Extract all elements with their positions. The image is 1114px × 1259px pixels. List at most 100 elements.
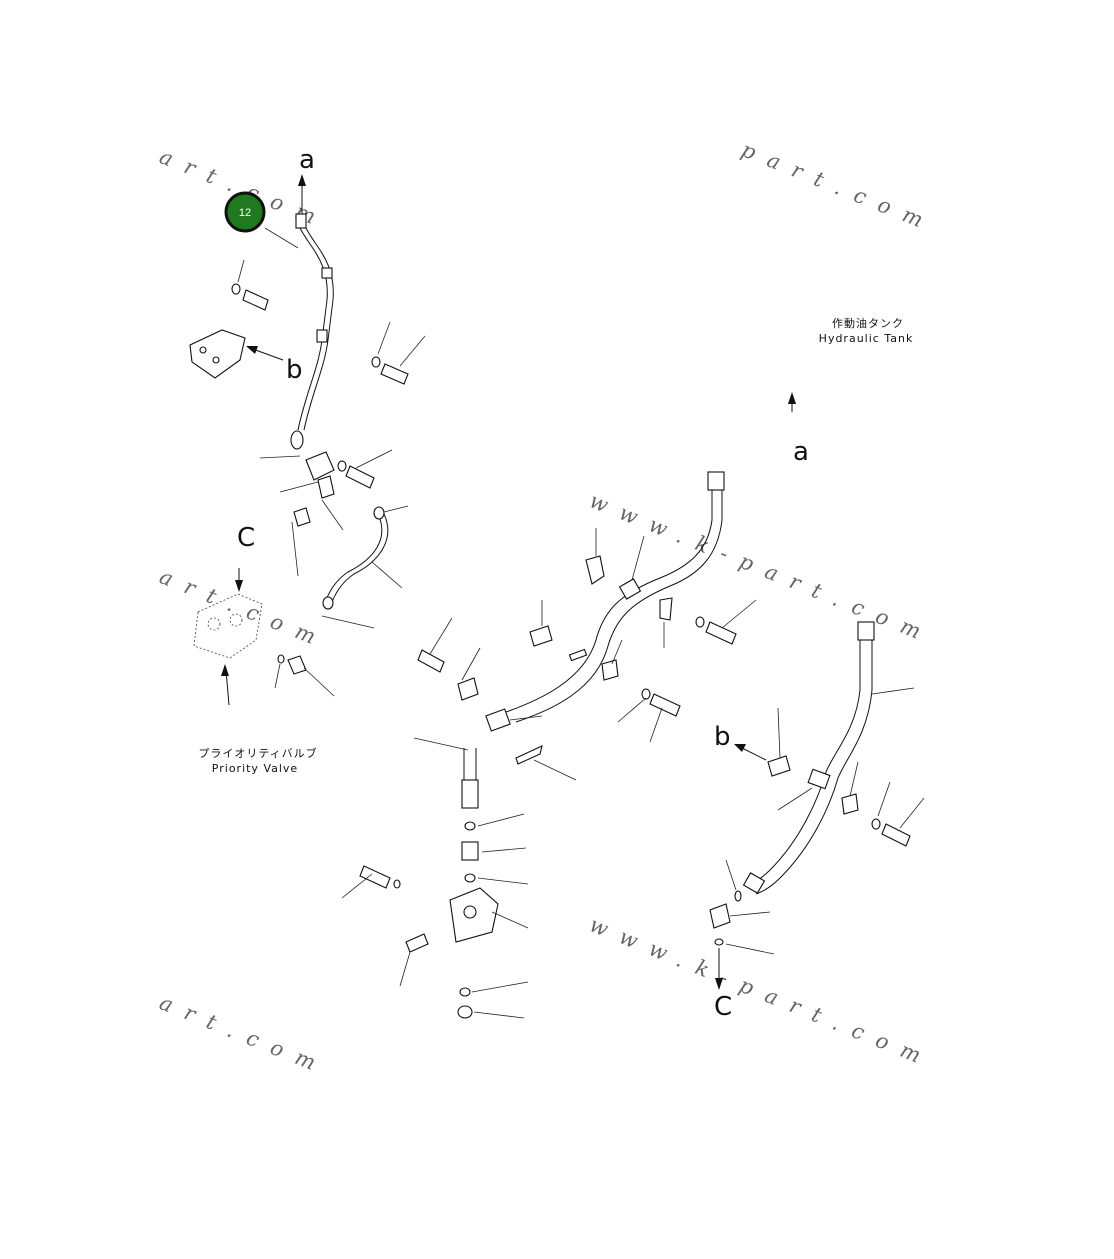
small-hose-a xyxy=(325,513,383,601)
plate-1 xyxy=(529,625,553,647)
hose-upper-b xyxy=(303,227,334,431)
component-labels: 作動油タンク Hydraulic Tank プライオリティバルブ Priorit… xyxy=(198,316,912,775)
letter-b-left: b xyxy=(286,355,303,385)
watermark-top-right: part.com xyxy=(738,137,939,237)
pin xyxy=(515,745,543,765)
lower-stack xyxy=(341,737,529,1019)
center-hose-a xyxy=(505,488,713,713)
leader-bolt-1 xyxy=(237,259,245,283)
bolt-5 xyxy=(417,649,445,673)
oring-3 xyxy=(459,987,471,997)
washer-4 xyxy=(695,616,705,628)
leader-oring-1 xyxy=(477,813,525,827)
bolt-1 xyxy=(242,289,269,311)
hose-clamp-1 xyxy=(321,267,333,279)
watermark-bottom-right: www.k-part.com xyxy=(586,912,937,1072)
priority-valve-group xyxy=(193,568,335,706)
tank-group xyxy=(788,392,796,412)
leader-bolt-3 xyxy=(355,449,393,469)
reference-letters: a b C a b C xyxy=(237,145,809,1022)
spacer xyxy=(568,648,588,662)
arrow-valve-head xyxy=(221,664,229,676)
leader-bolt-2a xyxy=(377,321,391,355)
arrow-c-bottom-head xyxy=(715,978,723,990)
clip-right xyxy=(841,793,859,815)
callout-number[interactable]: 12 xyxy=(239,207,251,219)
leader-bolt-6a xyxy=(617,697,647,723)
leader-block xyxy=(259,455,301,459)
joint-fitting xyxy=(317,475,335,499)
leader-bolt-6b xyxy=(649,707,663,743)
washer-7 xyxy=(871,818,881,830)
leader-valve-oring xyxy=(274,663,281,689)
valve-label-jp: プライオリティバルブ xyxy=(198,746,317,760)
leader-bolt-5 xyxy=(429,617,453,655)
bracket-hole-1 xyxy=(199,346,207,354)
leader-flange xyxy=(491,911,529,929)
bracket-b xyxy=(189,329,246,379)
hose-end-fitting xyxy=(290,430,304,450)
small-hose-end-top xyxy=(373,506,385,520)
arrow-b-right-head xyxy=(734,744,746,752)
bolt-4 xyxy=(705,621,737,645)
arrow-c-left-head xyxy=(235,580,243,592)
letter-b-right: b xyxy=(714,722,731,752)
flange-hole xyxy=(463,905,477,919)
bracket-hole-2 xyxy=(212,356,220,364)
right-hose-end xyxy=(742,872,766,894)
center-hose-b xyxy=(515,488,723,723)
leader-right-hose xyxy=(871,687,915,695)
center-hose-clamp xyxy=(618,578,642,600)
bolt-6 xyxy=(649,693,681,717)
plug xyxy=(405,933,429,953)
washer-6 xyxy=(393,879,401,889)
upper-hose-assembly xyxy=(189,174,426,629)
leader-valve-elbow xyxy=(303,667,335,697)
valve-label-en: Priority Valve xyxy=(212,762,298,775)
leader-right-oring-1 xyxy=(725,859,737,891)
leader-right-elbow xyxy=(729,911,771,917)
bolt-7 xyxy=(359,865,391,889)
valve-port-1 xyxy=(207,617,221,631)
watermarks: art.com part.com art.com www.k-part.com … xyxy=(156,137,939,1080)
leader-stack-hose xyxy=(413,737,469,751)
letter-a-top: a xyxy=(299,145,315,175)
hose-upper-a xyxy=(297,227,328,431)
right-hose-clamp xyxy=(807,768,831,790)
right-oring-2 xyxy=(714,938,724,946)
small-hose-b xyxy=(331,513,389,603)
leader-elbow-fitting xyxy=(461,647,481,681)
leader-pin xyxy=(533,759,577,781)
bolt-3 xyxy=(345,465,375,489)
leader-joint xyxy=(279,481,319,493)
valve-port-2 xyxy=(229,613,243,627)
callout-badge-12[interactable]: 12 xyxy=(224,191,266,233)
washer-1 xyxy=(231,283,241,295)
center-hose-assembly xyxy=(417,471,757,781)
valve-oring xyxy=(277,654,285,664)
bolt-8 xyxy=(881,823,911,847)
leader-cap xyxy=(473,1011,525,1019)
oring-2 xyxy=(464,873,476,883)
arrow-a-right-head xyxy=(788,392,796,404)
center-hose-top-fitting xyxy=(707,471,725,491)
leader-adapter xyxy=(481,847,527,853)
oring-1 xyxy=(464,821,476,831)
leader-oring-2 xyxy=(477,877,529,885)
letter-c-bottom: C xyxy=(714,992,732,1022)
arrow-a-top-head xyxy=(298,174,306,186)
stack-hose-fitting xyxy=(461,779,479,809)
right-oring-1 xyxy=(734,890,742,902)
leader-small-hose-top xyxy=(383,505,409,513)
right-elbow xyxy=(709,903,731,929)
bracket-b-right xyxy=(767,755,791,777)
cap xyxy=(457,1005,473,1019)
washer-5 xyxy=(641,688,651,700)
callout-circle[interactable] xyxy=(224,191,266,233)
right-hose-b xyxy=(755,640,873,895)
bolt-2 xyxy=(380,363,409,385)
fitting-top xyxy=(295,213,307,229)
leader-joint-2 xyxy=(321,499,344,531)
leader-bolt-8a xyxy=(877,781,891,817)
